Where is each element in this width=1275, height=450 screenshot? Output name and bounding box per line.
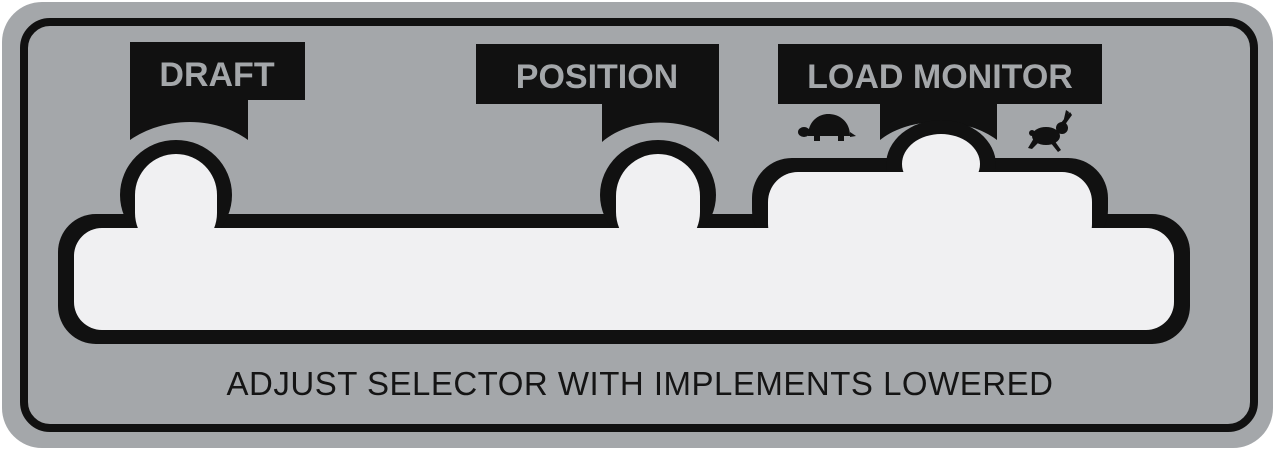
draft-label-text: DRAFT bbox=[159, 56, 274, 94]
decal-border bbox=[20, 18, 1258, 432]
position-label: POSITION bbox=[476, 44, 719, 142]
load-monitor-detent[interactable] bbox=[902, 134, 980, 194]
position-detent[interactable] bbox=[616, 154, 700, 224]
rabbit-icon bbox=[1028, 110, 1072, 152]
load-monitor-label: LOAD MONITOR bbox=[778, 44, 1102, 140]
draft-detent[interactable] bbox=[135, 154, 217, 224]
position-label-text: POSITION bbox=[516, 58, 678, 96]
draft-label: DRAFT bbox=[130, 42, 305, 140]
selector-slot[interactable] bbox=[58, 120, 1190, 344]
load-monitor-label-text: LOAD MONITOR bbox=[807, 58, 1073, 96]
turtle-icon bbox=[798, 114, 856, 141]
instruction-text: ADJUST SELECTOR WITH IMPLEMENTS LOWERED bbox=[227, 365, 1054, 402]
